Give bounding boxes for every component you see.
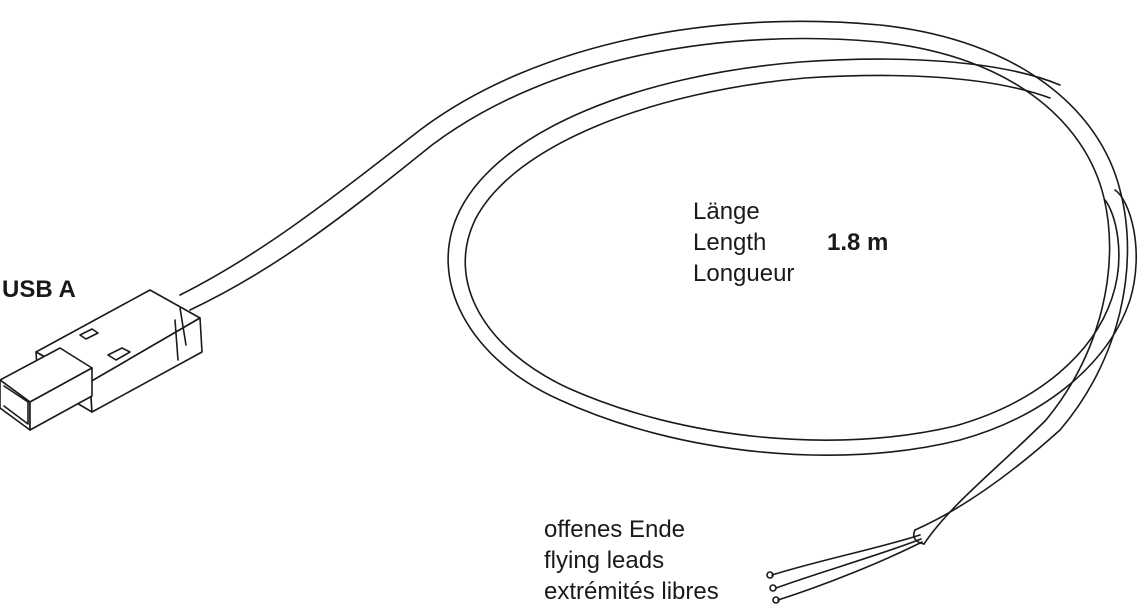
- connector-front-lip: [3, 385, 29, 425]
- flying-leads-label: offenes Ende flying leads extrémités lib…: [544, 514, 719, 607]
- usb-a-label: USB A: [2, 276, 76, 303]
- length-label-de: Länge: [693, 198, 760, 225]
- cable-loop-inner: [464, 74, 1120, 441]
- cable-outer-edge-2: [189, 37, 1111, 545]
- flying-leads-label-en: flying leads: [544, 547, 665, 574]
- flying-leads-label-fr: extrémités libres: [544, 578, 719, 605]
- connector-side: [29, 367, 93, 431]
- flying-lead-3: [777, 541, 923, 601]
- lead-tip-1: [766, 571, 774, 579]
- lead-tip-3: [772, 596, 780, 604]
- length-label-fr: Longueur: [693, 260, 795, 287]
- flying-lead-1: [771, 534, 921, 576]
- cable-end-cap: [912, 529, 925, 545]
- lead-tip-2: [769, 584, 777, 592]
- length-label-en: Length: [693, 229, 767, 256]
- plug-housing-side: [89, 317, 203, 413]
- plug-back-edge: [179, 307, 187, 346]
- length-label: Länge Length Longueur: [693, 196, 794, 289]
- cable-outer-edge: [179, 20, 1129, 531]
- length-value: 1.8 m: [827, 229, 889, 256]
- connector-hole-1: [79, 328, 99, 340]
- connector-hole-2: [107, 347, 131, 361]
- flying-leads-label-de: offenes Ende: [544, 516, 686, 543]
- flying-lead-2: [775, 538, 922, 589]
- plug-back-edge-2: [174, 319, 179, 361]
- cable-loop-outer: [447, 58, 1137, 456]
- usb-plug: [0, 289, 203, 431]
